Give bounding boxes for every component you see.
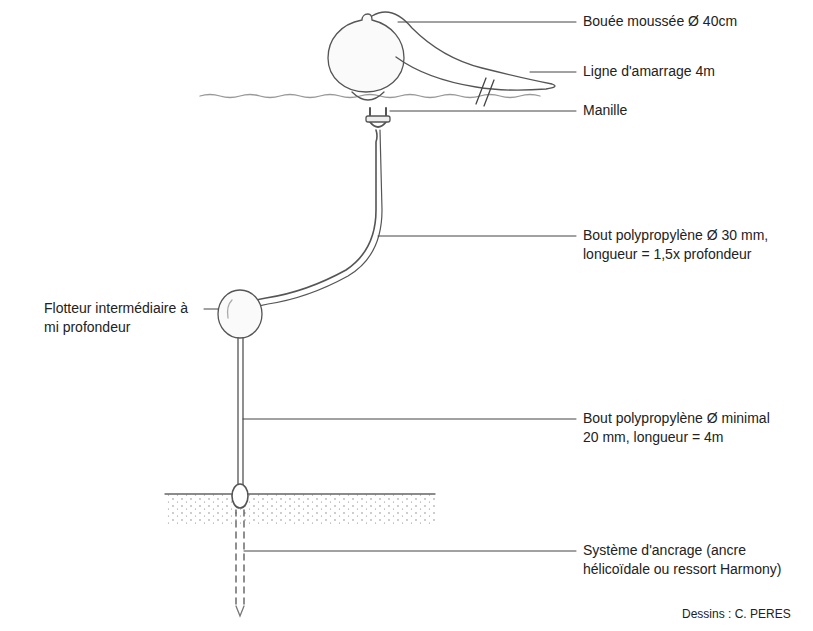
shackle-label: Manille: [583, 101, 808, 120]
mooring-line: [372, 12, 555, 90]
buoy-bottom: [352, 92, 384, 100]
foam-buoy: [328, 14, 404, 92]
main-rope: [240, 130, 377, 312]
main-rope-edge: [246, 130, 382, 314]
break-mark: [476, 78, 494, 106]
anchor-label: Système d'ancrage (ancre hélicoïdale ou …: [583, 541, 783, 579]
credit-label: Dessins : C. PERES: [682, 606, 808, 622]
float-label: Flotteur intermédiaire à mi profondeur: [44, 299, 200, 337]
anchor-tip: [236, 606, 244, 616]
float-shade: [228, 300, 233, 318]
leader-lines: [204, 22, 576, 551]
anchor-shaft: [236, 510, 244, 606]
seabed-line: [165, 493, 435, 494]
intermediate-float: [218, 290, 262, 338]
lower-rope: [238, 338, 243, 488]
anchor-eye: [232, 484, 248, 508]
mooring-line-label: Ligne d'amarrage 4m: [583, 62, 808, 81]
seabed: [165, 494, 435, 524]
shackle-pin: [366, 116, 390, 122]
buoy-label: Bouée moussée Ø 40cm: [583, 12, 808, 31]
water-surface: [200, 95, 540, 98]
rope-label: Bout polypropylène Ø 30 mm, longueur = 1…: [583, 226, 808, 264]
lower-rope-label: Bout polypropylène Ø minimal 20 mm, long…: [583, 409, 773, 447]
